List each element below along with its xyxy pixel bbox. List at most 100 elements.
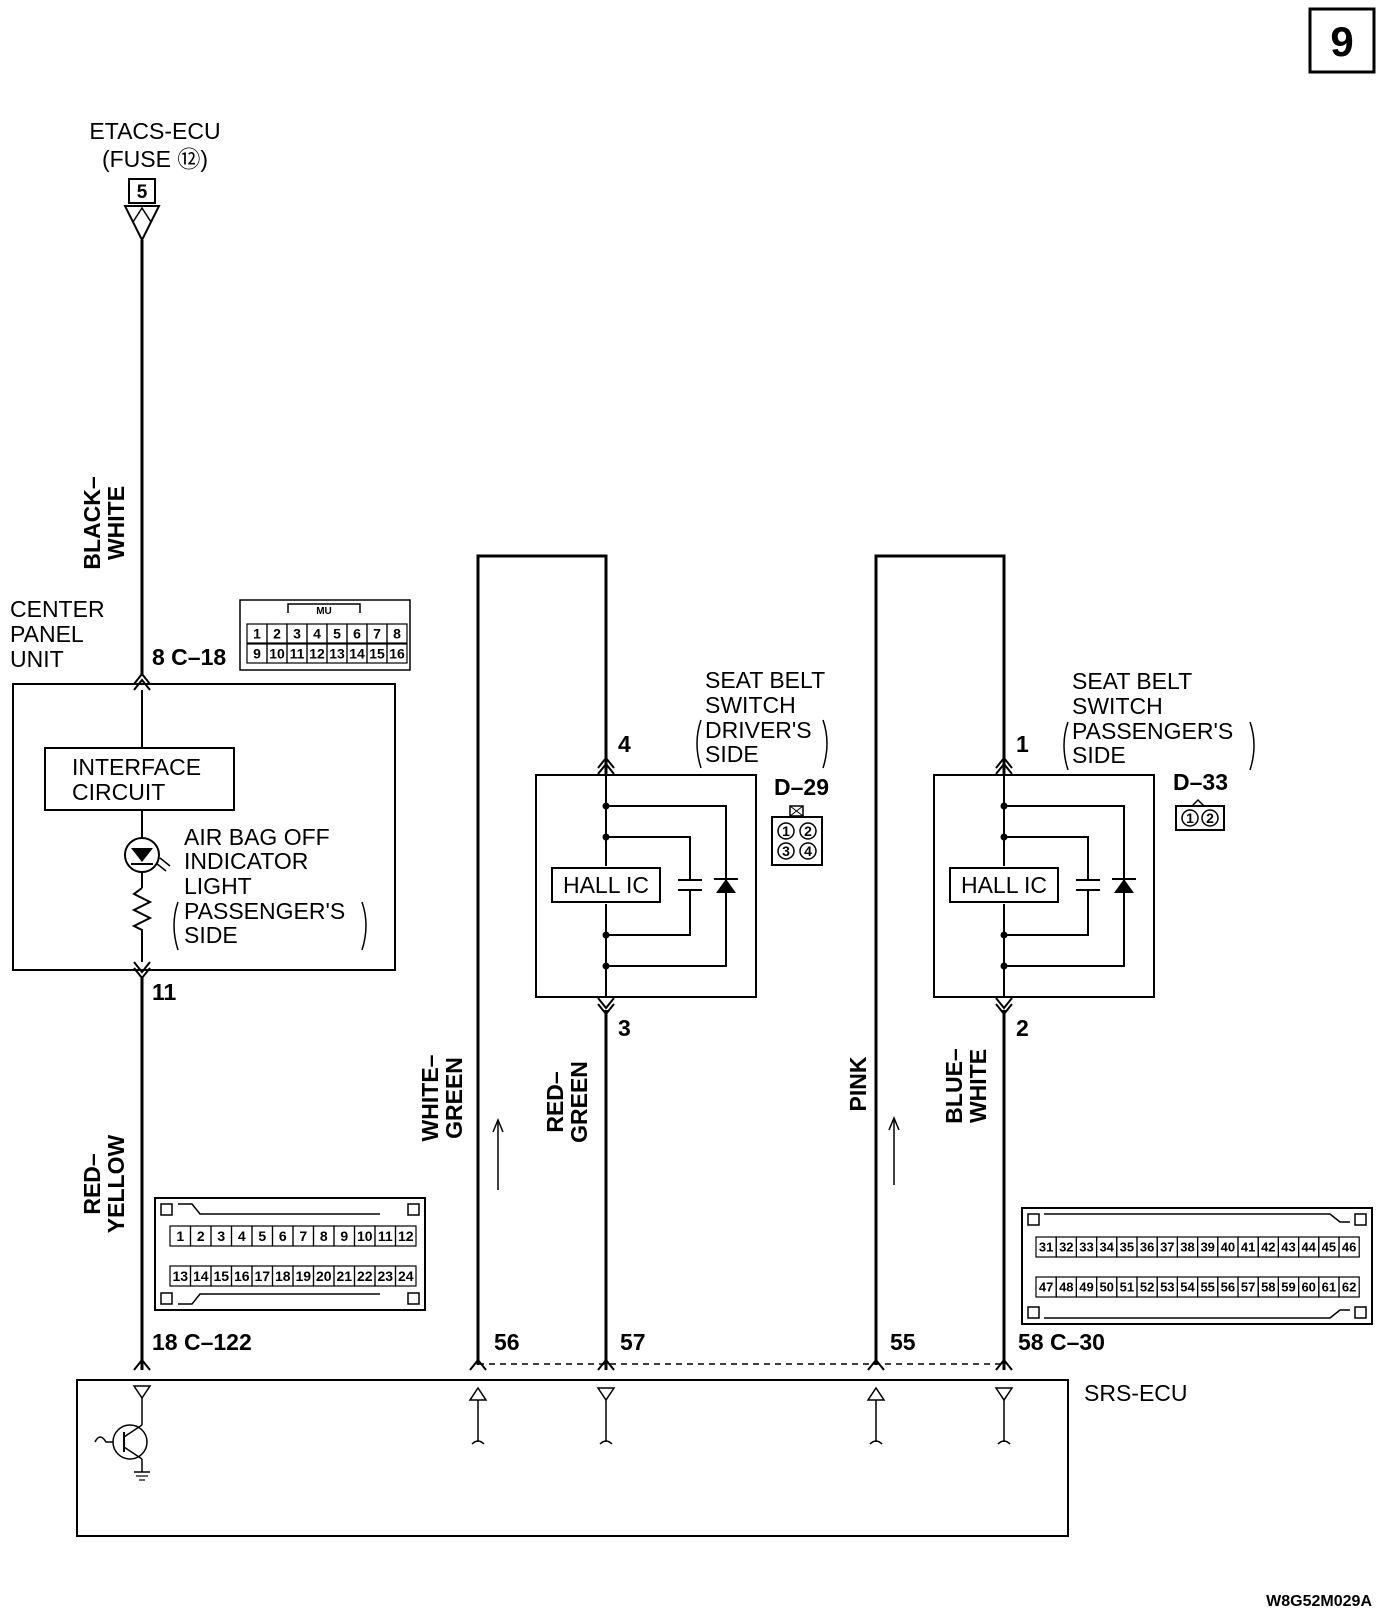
srs-pin-chevrons	[133, 1358, 1013, 1371]
center-panel-box	[12, 683, 396, 971]
connector-pin-cell	[386, 623, 408, 644]
connector-pin-number: 18	[275, 1268, 291, 1284]
connector-pin-number: 10	[357, 1228, 373, 1244]
etacs-ecu-label: ETACS-ECU (FUSE ⑫) 5	[89, 118, 221, 243]
svg-text:INTERFACE: INTERFACE	[72, 754, 201, 780]
svg-text:SWITCH: SWITCH	[705, 692, 796, 718]
connector-pin-number: 10	[269, 646, 285, 662]
svg-text:INDICATOR: INDICATOR	[184, 848, 308, 874]
passenger-connector-code: D–33	[1173, 769, 1228, 795]
svg-text:WHITE: WHITE	[965, 1049, 991, 1123]
connector-pin-cell	[1338, 1276, 1360, 1298]
svg-text:PASSENGER'S: PASSENGER'S	[184, 898, 345, 924]
svg-text:BLACK–: BLACK–	[79, 476, 105, 569]
svg-text:1: 1	[1186, 810, 1194, 826]
connector-pin-number: 39	[1200, 1240, 1214, 1255]
d29-connector-face: 1 2 3 4	[771, 805, 823, 866]
wire-white-green	[476, 554, 608, 1365]
srs-pin-18: 18 C–122	[152, 1329, 252, 1355]
driver-hall-ic-label: HALL IC	[563, 872, 649, 898]
connector-pin-number: 15	[369, 646, 385, 662]
airbag-off-led-icon	[124, 837, 171, 888]
svg-text:PINK: PINK	[845, 1056, 871, 1111]
connector-pin-number: 34	[1099, 1240, 1114, 1255]
srs-ecu-box	[76, 1379, 1069, 1537]
connector-pin-number: 1	[176, 1228, 184, 1244]
svg-text:WHITE–: WHITE–	[417, 1054, 443, 1141]
srs-pin-55: 55	[890, 1329, 916, 1355]
svg-text:4: 4	[804, 843, 812, 859]
connector-pin-number: 42	[1261, 1240, 1275, 1255]
connector-pin-number: 17	[254, 1268, 270, 1284]
passenger-pin-1: 1	[1016, 731, 1029, 757]
connector-pin-number: 57	[1241, 1280, 1255, 1295]
srs-internal-terminals	[94, 1385, 1014, 1481]
connector-pin-number: 16	[234, 1268, 250, 1284]
svg-text:2: 2	[804, 823, 812, 839]
connector-pin-number: 23	[377, 1268, 393, 1284]
connector-pin-number: 15	[213, 1268, 229, 1284]
svg-text:WHITE: WHITE	[103, 486, 129, 560]
svg-text:SIDE: SIDE	[705, 741, 759, 767]
svg-text:MU: MU	[316, 606, 332, 617]
svg-text:SEAT BELT: SEAT BELT	[705, 667, 825, 693]
connector-pin-number: 48	[1059, 1280, 1073, 1295]
connector-pin-number: 12	[398, 1228, 414, 1244]
connector-pin-number: 7	[373, 626, 381, 642]
connector-pin-number: 44	[1301, 1240, 1316, 1255]
connector-pin-number: 9	[340, 1228, 348, 1244]
connector-pin-number: 6	[279, 1228, 287, 1244]
connector-pin-number: 45	[1322, 1240, 1336, 1255]
connector-pin-cell	[394, 1225, 417, 1247]
connector-pin-number: 51	[1120, 1280, 1134, 1295]
connector-pin-number: 14	[193, 1268, 209, 1284]
passenger-hall-ic-circuit: HALL IC	[949, 775, 1136, 997]
connector-pin-number: 47	[1039, 1280, 1053, 1295]
connector-pin-number: 46	[1342, 1240, 1356, 1255]
srs-pin-58: 58 C–30	[1018, 1329, 1105, 1355]
connector-pin-number: 61	[1322, 1280, 1336, 1295]
connector-pin-number: 31	[1039, 1240, 1053, 1255]
center-panel-pin-11: 11	[152, 979, 177, 1005]
connector-pin-number: 41	[1241, 1240, 1255, 1255]
svg-text:3: 3	[782, 843, 790, 859]
passenger-switch-box	[933, 774, 1155, 998]
connector-pin-number: 21	[336, 1268, 352, 1284]
wire-label-red-yellow: RED– YELLOW	[79, 1135, 129, 1234]
passenger-seatbelt-label: SEAT BELT SWITCH PASSENGER'S SIDE	[1063, 668, 1255, 771]
svg-text:GREEN: GREEN	[566, 1061, 592, 1143]
srs-pin-57: 57	[620, 1329, 646, 1355]
connector-pin-cell	[394, 1265, 417, 1287]
svg-text:SWITCH: SWITCH	[1072, 693, 1163, 719]
airbag-off-indicator-label: AIR BAG OFF INDICATOR LIGHT PASSENGER'S …	[173, 824, 367, 951]
wire-label-white-green: WHITE– GREEN	[417, 1054, 467, 1141]
connector-pin-number: 11	[290, 646, 305, 662]
connector-pin-number: 60	[1301, 1280, 1315, 1295]
resistor-icon	[131, 887, 153, 962]
wire-label-pink: PINK	[845, 1056, 871, 1111]
connector-pin-number: 3	[293, 626, 301, 642]
center-panel-label: CENTER PANEL UNIT	[10, 596, 105, 672]
srs-ecu-label: SRS-ECU	[1084, 1380, 1188, 1406]
center-panel-connector: 8 C–18	[152, 644, 226, 670]
connector-pin-number: 8	[393, 626, 401, 642]
connector-pin-number: 56	[1221, 1280, 1235, 1295]
svg-text:LIGHT: LIGHT	[184, 873, 252, 899]
figure-code: W8G52M029A	[1266, 1593, 1372, 1610]
connector-pin-number: 38	[1180, 1240, 1194, 1255]
connector-pin-number: 50	[1099, 1280, 1113, 1295]
connector-pin-number: 1	[253, 626, 261, 642]
svg-text:PASSENGER'S: PASSENGER'S	[1072, 718, 1233, 744]
wire-label-blue-white: BLUE– WHITE	[941, 1048, 991, 1124]
etacs-fuse: (FUSE ⑫)	[102, 146, 208, 172]
connector-pin-number: 12	[309, 646, 325, 662]
page-number: 9	[1330, 18, 1353, 65]
connector-pin-number: 8	[320, 1228, 328, 1244]
connector-pin-number: 59	[1281, 1280, 1295, 1295]
srs-pin-56: 56	[494, 1329, 520, 1355]
svg-text:RED–: RED–	[542, 1071, 568, 1133]
connector-pin-number: 54	[1180, 1280, 1195, 1295]
